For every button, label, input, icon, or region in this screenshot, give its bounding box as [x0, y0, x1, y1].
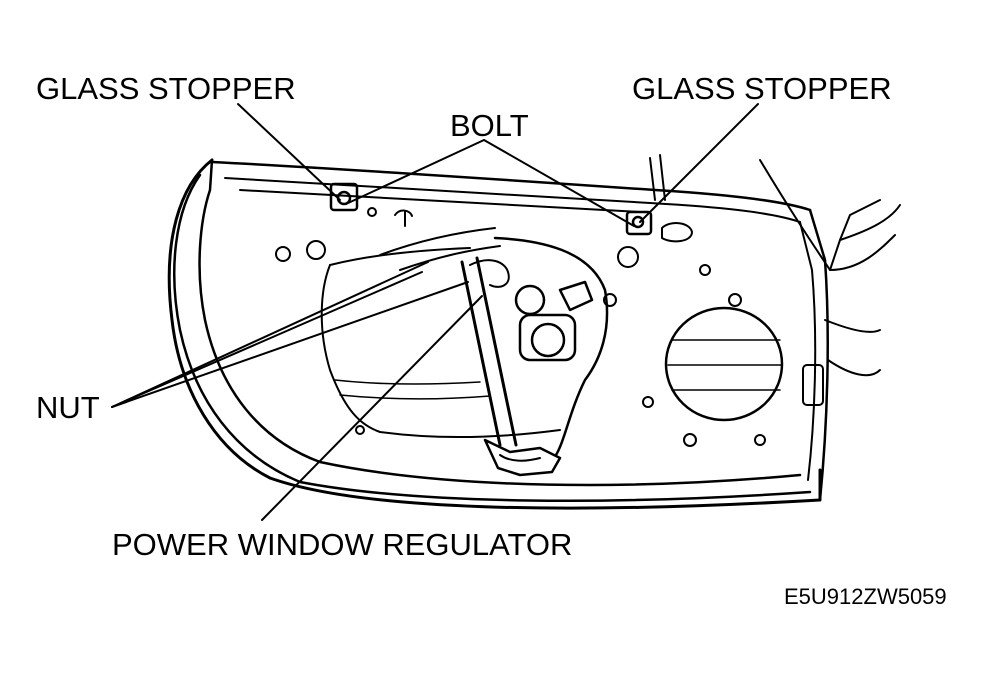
label-nut: NUT	[36, 390, 100, 425]
label-glass-stopper-right: GLASS STOPPER	[632, 71, 892, 106]
leader-lines	[111, 103, 759, 521]
figure-code: E5U912ZW5059	[784, 584, 947, 609]
label-glass-stopper-left: GLASS STOPPER	[36, 71, 296, 106]
door-inner-panel	[167, 154, 901, 510]
label-bolt: BOLT	[450, 108, 529, 143]
label-power-window-regulator: POWER WINDOW REGULATOR	[112, 527, 573, 562]
